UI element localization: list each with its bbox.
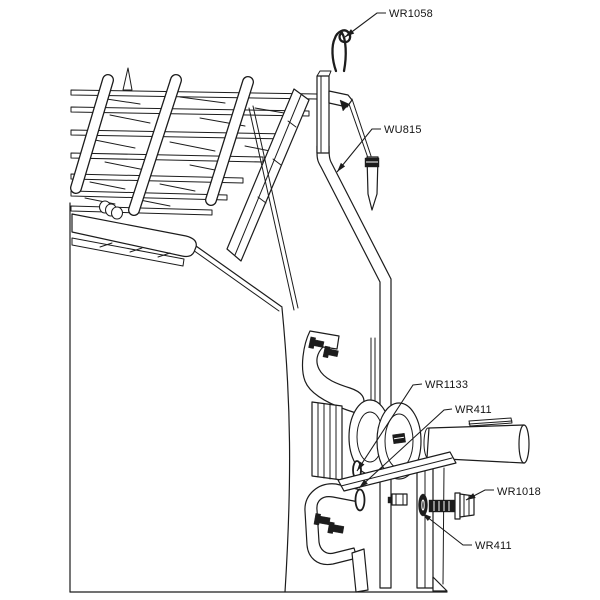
label-wu815: WU815 — [336, 124, 422, 173]
grate-brace-rod — [248, 105, 299, 311]
lower-hook-bracket — [304, 460, 369, 593]
pivot-hub — [348, 399, 422, 480]
label-wr411-lower: WR411 — [421, 512, 512, 552]
label-wr1133: WR1133 — [356, 379, 468, 472]
hitch-post — [316, 70, 353, 154]
upper-z-bracket — [301, 330, 365, 415]
label-wu815-arrowhead — [337, 162, 346, 172]
bracket-bolts — [308, 336, 339, 359]
deflector-grate — [70, 67, 318, 311]
label-wr411-upper: WR411 — [358, 404, 492, 489]
label-wr411-lower-text: WR411 — [475, 540, 512, 552]
angle-mount-plate — [337, 451, 457, 492]
machine-body — [69, 202, 448, 593]
grate-lower-beam — [71, 200, 197, 267]
plate-bolt — [387, 493, 408, 506]
label-wr1058: WR1058 — [344, 8, 433, 38]
hook-bracket-bolts — [313, 513, 345, 534]
label-wr1133-arrowhead — [357, 461, 365, 471]
label-wr411-upper-text: WR411 — [455, 404, 492, 416]
label-wr1018-text: WR1018 — [497, 486, 541, 498]
label-wr1058-text: WR1058 — [389, 8, 433, 20]
grate-tubes — [70, 74, 254, 216]
hex-bolt-wr1018 — [428, 492, 475, 520]
hairpin-cotter-pin-wr1058 — [331, 29, 352, 73]
grate-pennant — [122, 67, 133, 91]
ribbed-mount-pad — [311, 401, 343, 481]
label-wr1133-text: WR1133 — [425, 379, 468, 391]
label-wr1018-arrowhead — [466, 493, 476, 500]
label-wu815-text: WU815 — [384, 124, 422, 136]
label-wr1018: WR1018 — [465, 486, 541, 501]
hanger-strap — [348, 98, 380, 211]
flat-washer-wr411 — [418, 493, 428, 517]
mount-bracket-assembly — [301, 330, 530, 593]
label-wr1058-arrowhead — [345, 29, 355, 37]
spacer-slot-wr411 — [354, 488, 366, 512]
label-wr411-upper-arrowhead — [359, 479, 368, 488]
label-wr411-lower-arrowhead — [422, 513, 432, 521]
